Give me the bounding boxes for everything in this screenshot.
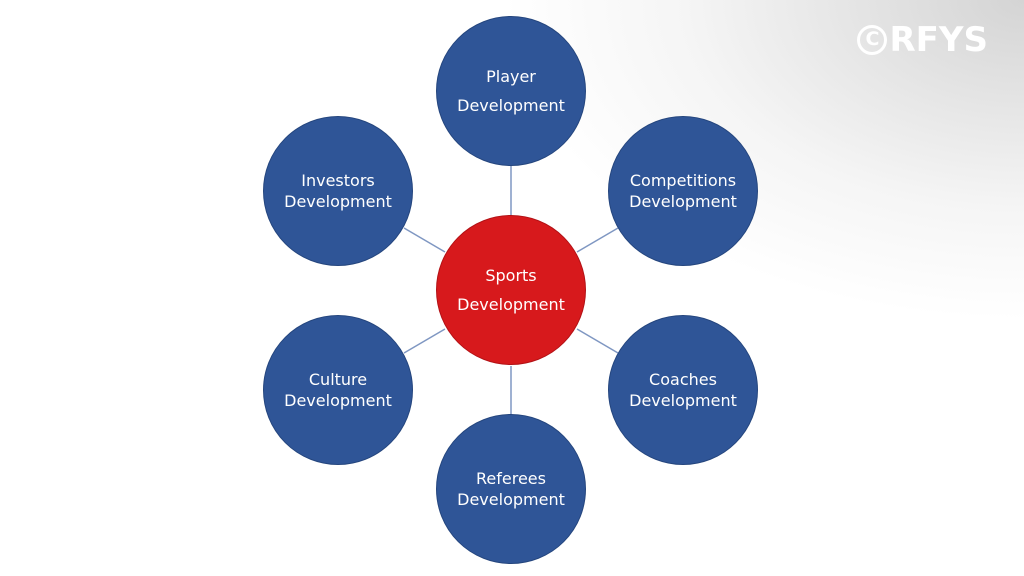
node-culture-development: Culture Development [263,315,413,465]
node-label-line1: Culture [308,370,368,389]
connector-competitions [576,227,619,253]
node-label-line1: Coaches [649,370,717,389]
node-label-line2: Development [629,192,737,211]
node-label-line2: Development [284,192,392,211]
node-referees-development: Referees Development [436,414,586,564]
node-label-line1: Investors [301,171,375,190]
node-label-line1: Referees [476,469,546,488]
node-investors-development: Investors Development [263,116,413,266]
node-competitions-development: Competitions Development [608,116,758,266]
center-label-line2: Development [457,295,565,314]
node-coaches-development: Coaches Development [608,315,758,465]
node-sports-development-center: Sports Development [436,215,586,365]
node-label-line2: Development [629,391,737,410]
watermark-text: RFYS [889,20,988,60]
center-label-line1: Sports [485,266,537,285]
connector-investors [403,227,446,253]
node-label-line1: Competitions [629,171,737,190]
node-label-line2: Development [284,391,392,410]
node-label-line2: Development [457,96,565,115]
node-label-line2: Development [457,490,565,509]
rfys-watermark-logo: C RFYS [857,18,988,62]
node-player-development: Player Development [436,16,586,166]
connector-culture [403,328,446,354]
node-label-line1: Player [486,67,536,86]
connector-coaches [576,328,619,354]
copyright-icon: C [857,25,888,55]
